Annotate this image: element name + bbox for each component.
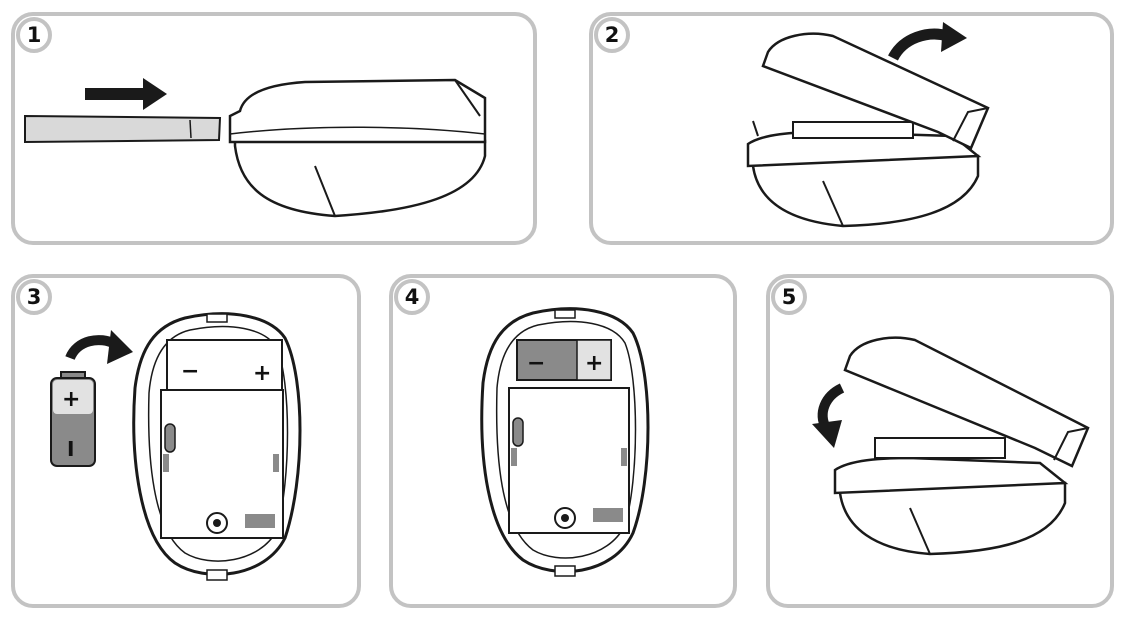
compartment-minus-sign: − bbox=[181, 359, 199, 384]
battery-icon: + I bbox=[50, 371, 96, 467]
step-4-illustration: − + bbox=[480, 307, 650, 577]
step-2-panel: 2 bbox=[589, 12, 1114, 245]
battery-plus-sign: + bbox=[585, 351, 603, 376]
sensor-cover-closing bbox=[843, 336, 1090, 468]
compartment-plus-sign: + bbox=[253, 361, 271, 386]
screwdriver-icon bbox=[24, 114, 222, 144]
step-2-badge: 2 bbox=[594, 17, 630, 53]
battery-plus-sign: + bbox=[62, 387, 80, 412]
step-5-illustration bbox=[812, 336, 1090, 556]
step-3-illustration: + I − + bbox=[50, 312, 302, 581]
sensor-cover-lifted bbox=[761, 32, 990, 150]
step-4-panel: 4 − + bbox=[389, 274, 737, 608]
battery-body-mark: I bbox=[67, 437, 74, 461]
step-5-panel: 5 bbox=[766, 274, 1114, 608]
battery-minus-sign: − bbox=[527, 351, 545, 376]
sensor-open-base: − + bbox=[132, 312, 302, 581]
rotate-arrow-icon bbox=[812, 383, 845, 448]
push-arrow-icon bbox=[85, 78, 167, 110]
step-4-badge: 4 bbox=[394, 279, 430, 315]
sensor-open-base: − + bbox=[480, 307, 650, 577]
step-1-illustration bbox=[24, 78, 487, 218]
rotate-arrow-icon bbox=[888, 22, 967, 61]
sensor-base bbox=[746, 120, 982, 228]
rotate-arrow-icon bbox=[65, 330, 133, 364]
sensor-device bbox=[228, 78, 487, 218]
battery-icon: − + bbox=[516, 339, 612, 381]
step-5-badge: 5 bbox=[771, 279, 807, 315]
step-3-badge: 3 bbox=[16, 279, 52, 315]
step-3-panel: 3 + I − + bbox=[11, 274, 361, 608]
sensor-base bbox=[833, 437, 1069, 556]
step-1-badge: 1 bbox=[16, 17, 52, 53]
step-2-illustration bbox=[746, 22, 990, 228]
step-1-panel: 1 bbox=[11, 12, 537, 245]
